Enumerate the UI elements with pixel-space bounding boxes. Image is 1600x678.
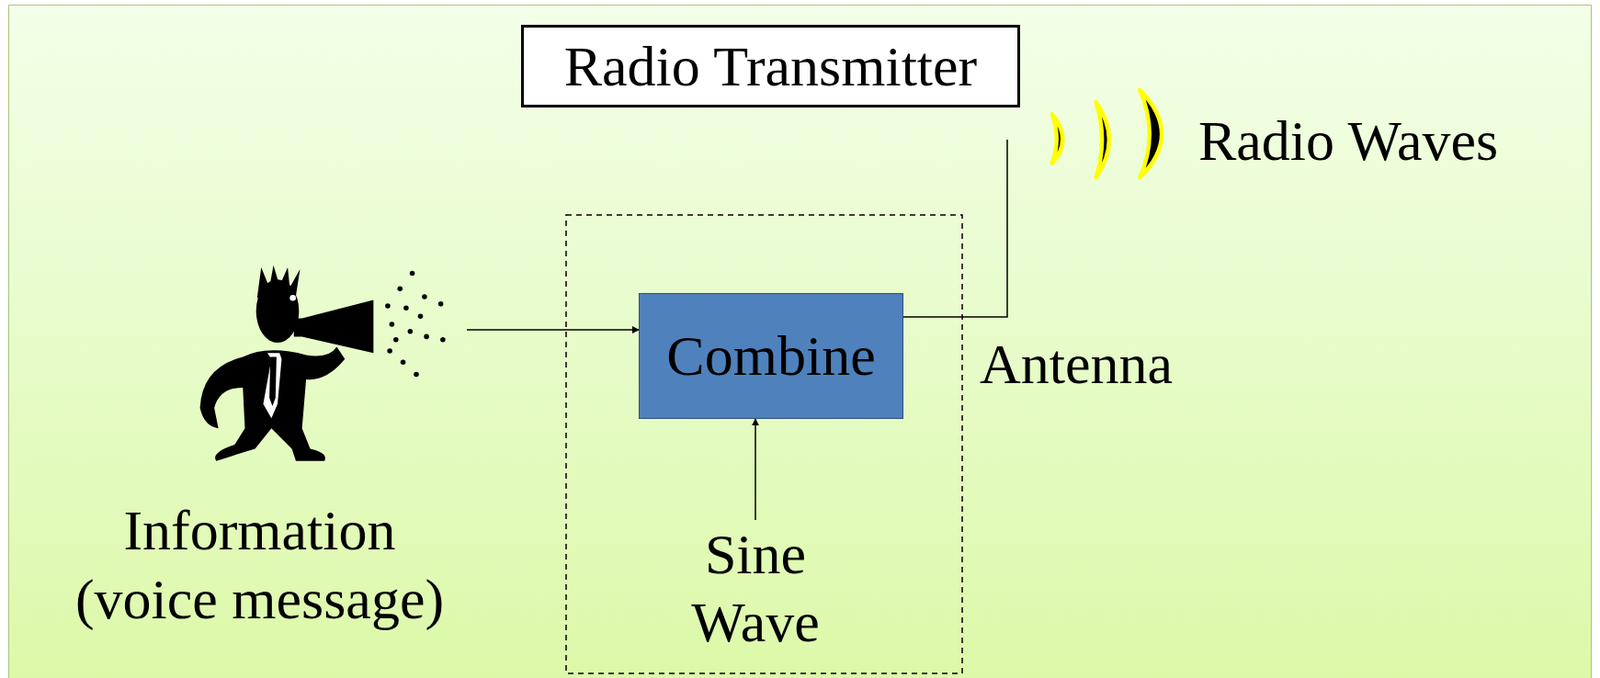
process-box: Combine bbox=[638, 293, 904, 420]
arrow-connector bbox=[754, 419, 757, 521]
radio-wave-symbol bbox=[1052, 90, 1162, 178]
title-box: Radio Transmitter bbox=[521, 24, 1021, 108]
source-node: Information (voice message) bbox=[52, 265, 467, 634]
antenna-wire bbox=[903, 139, 1008, 318]
antenna-label: Antenna bbox=[979, 329, 1173, 398]
speaker-figure bbox=[200, 265, 446, 462]
node-text: Radio Transmitter bbox=[564, 32, 978, 101]
node-text: Combine bbox=[666, 321, 875, 390]
node-text: Information (voice message) bbox=[55, 496, 465, 634]
carrier-node: Sine Wave bbox=[660, 520, 851, 658]
node-text: Sine Wave bbox=[663, 520, 848, 658]
transmitter-enclosure bbox=[566, 215, 963, 674]
waves-label: Radio Waves bbox=[1198, 106, 1498, 175]
arrow-connector bbox=[466, 329, 639, 331]
